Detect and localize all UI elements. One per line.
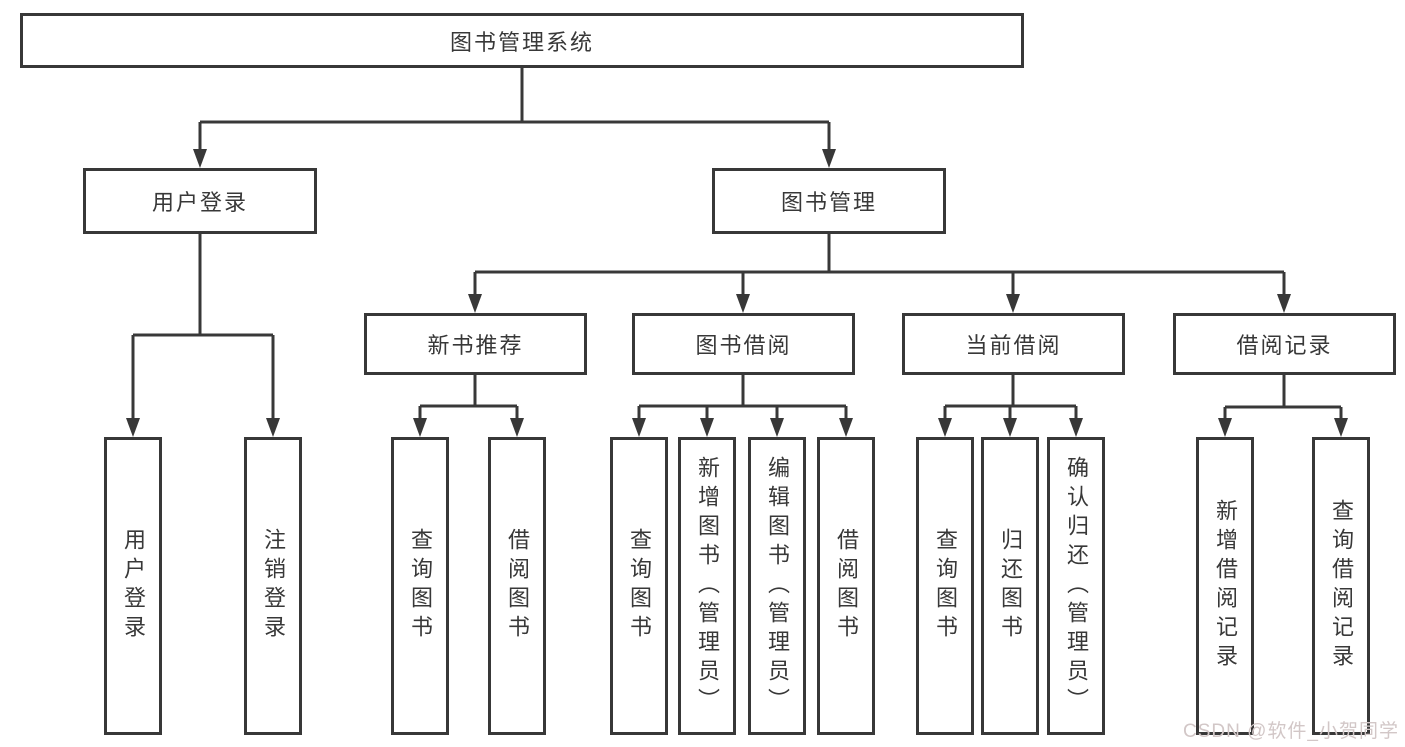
node-user-login: 用户登录	[83, 168, 317, 234]
leaf-current-query-books: 查询图书	[916, 437, 974, 735]
leaf-current-confirm-return-admin: 确认归还（管理员）	[1047, 437, 1105, 735]
leaf-borrow-edit-books-admin: 编辑图书（管理员）	[748, 437, 806, 735]
leaf-current-confirm-return-admin-label: 确认归还（管理员）	[1064, 455, 1089, 717]
leaf-records-query-record-label: 查询借阅记录	[1329, 499, 1354, 673]
leaf-borrow-add-books-admin-label: 新增图书（管理员）	[695, 455, 720, 717]
leaf-logout: 注销登录	[244, 437, 302, 735]
leaf-newbooks-query-books: 查询图书	[391, 437, 449, 735]
node-user-login-label: 用户登录	[151, 190, 248, 215]
node-new-book-recommend-label: 新书推荐	[427, 333, 524, 358]
node-root-label: 图书管理系统	[449, 29, 594, 55]
node-book-borrow-label: 图书借阅	[695, 333, 792, 358]
leaf-records-add-record: 新增借阅记录	[1196, 437, 1254, 735]
leaf-logout-label: 注销登录	[261, 528, 286, 644]
node-current-borrow-label: 当前借阅	[965, 333, 1062, 358]
leaf-borrow-edit-books-admin-label: 编辑图书（管理员）	[765, 455, 790, 717]
leaf-newbooks-query-books-label: 查询图书	[408, 528, 433, 644]
node-book-borrow: 图书借阅	[632, 313, 855, 375]
leaf-current-return-books-label: 归还图书	[998, 528, 1023, 644]
node-current-borrow: 当前借阅	[902, 313, 1125, 375]
leaf-borrow-borrow-books: 借阅图书	[817, 437, 875, 735]
leaf-user-login-label: 用户登录	[121, 528, 146, 644]
leaf-records-query-record: 查询借阅记录	[1312, 437, 1370, 735]
leaf-newbooks-borrow-books-label: 借阅图书	[505, 528, 530, 644]
leaf-borrow-query-books: 查询图书	[610, 437, 668, 735]
leaf-newbooks-borrow-books: 借阅图书	[488, 437, 546, 735]
leaf-current-query-books-label: 查询图书	[933, 528, 958, 644]
leaf-borrow-borrow-books-label: 借阅图书	[834, 528, 859, 644]
node-book-management: 图书管理	[712, 168, 946, 234]
leaf-current-return-books: 归还图书	[981, 437, 1039, 735]
node-root: 图书管理系统	[20, 13, 1024, 68]
leaf-borrow-add-books-admin: 新增图书（管理员）	[678, 437, 736, 735]
node-book-management-label: 图书管理	[780, 190, 877, 215]
leaf-user-login: 用户登录	[104, 437, 162, 735]
leaf-borrow-query-books-label: 查询图书	[627, 528, 652, 644]
node-new-book-recommend: 新书推荐	[364, 313, 587, 375]
leaf-records-add-record-label: 新增借阅记录	[1213, 499, 1238, 673]
csdn-watermark: CSDN @软件_小贺同学	[1183, 721, 1399, 742]
node-borrow-records-label: 借阅记录	[1236, 333, 1333, 358]
node-borrow-records: 借阅记录	[1173, 313, 1396, 375]
